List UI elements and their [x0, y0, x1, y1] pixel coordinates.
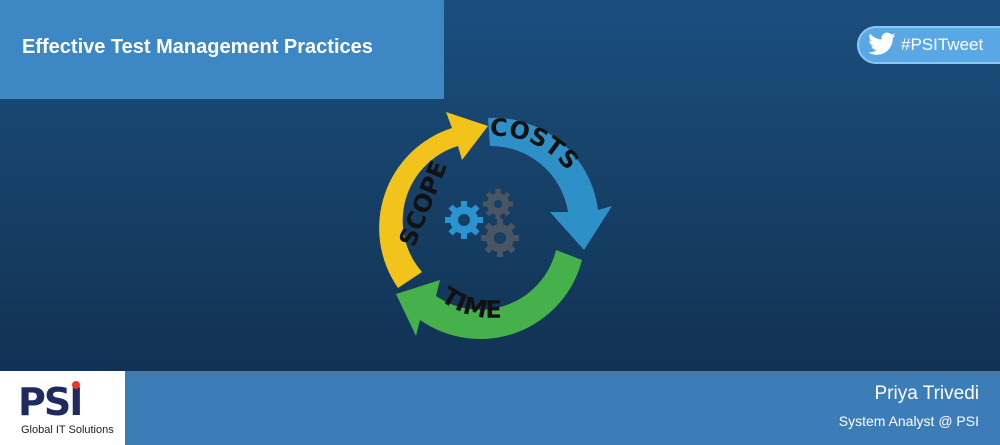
author-role: System Analyst @ PSI: [838, 413, 979, 429]
title-panel: Effective Test Management Practices: [0, 0, 444, 99]
hashtag-label: #PSITweet: [901, 35, 984, 54]
time-arrow: [396, 250, 582, 340]
psi-logo-dot: [72, 381, 80, 389]
psi-logo-mark: PSI: [18, 380, 83, 423]
scope-arrow: [379, 112, 488, 288]
gear-icon: [483, 189, 513, 219]
gear-icon: [445, 201, 483, 239]
twitter-bird-icon: [868, 32, 896, 55]
page-title: Effective Test Management Practices: [22, 36, 373, 58]
logo-caption: Global IT Solutions: [21, 424, 114, 436]
footer-bar: [0, 371, 1000, 445]
scope-costs-time-cycle: SCOPE COSTS TIME: [379, 112, 612, 340]
author-name: Priya Trivedi: [874, 383, 979, 404]
costs-arrow: [488, 117, 612, 250]
psi-logo[interactable]: PSI Global IT Solutions: [0, 371, 125, 445]
psi-logo-letters: PSI: [18, 380, 81, 423]
gear-icon: [481, 219, 519, 257]
hashtag-badge[interactable]: #PSITweet: [857, 26, 1000, 64]
